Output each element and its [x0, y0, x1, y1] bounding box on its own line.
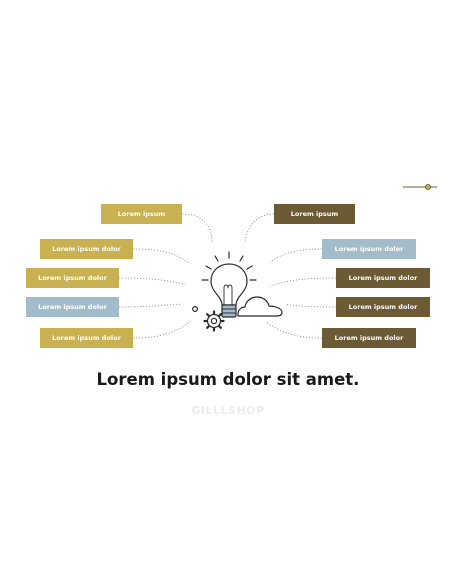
connector-left-4: [118, 303, 183, 308]
connector-right-1: [244, 213, 275, 243]
connector-right-5: [265, 321, 323, 339]
slider-indicator: [403, 184, 437, 190]
light-rays-icon: [201, 251, 257, 281]
connector-left-5: [132, 319, 193, 339]
idea-illustration: [191, 251, 283, 332]
label-right-2: Lorem ipsum dolor: [322, 239, 416, 259]
gear-icon: [203, 310, 225, 332]
lightbulb-icon: [210, 263, 248, 318]
connector-left-3: [118, 277, 186, 285]
connector-right-3: [269, 277, 337, 287]
label-right-5: Lorem ipsum dolor: [322, 328, 416, 348]
cloud-icon: [237, 296, 283, 317]
label-left-3: Lorem ipsum dolor: [26, 268, 119, 288]
label-left-4: Lorem ipsum dolor: [26, 297, 119, 317]
label-left-2: Lorem ipsum dolor: [40, 239, 133, 259]
connector-right-2: [269, 248, 323, 263]
connector-right-4: [284, 303, 337, 308]
watermark: GILLLSHOP: [191, 404, 265, 417]
headline: Lorem ipsum dolor sit amet.: [96, 370, 360, 389]
label-right-3: Lorem ipsum dolor: [336, 268, 430, 288]
dot-icon: [191, 305, 199, 312]
label-right-4: Lorem ipsum dolor: [336, 297, 430, 317]
label-right-1: Lorem ipsum: [274, 204, 355, 224]
label-left-1: Lorem ipsum: [101, 204, 182, 224]
slider-knob: [425, 184, 431, 190]
label-left-5: Lorem ipsum dolor: [40, 328, 133, 348]
connector-left-1: [181, 213, 213, 243]
connector-left-2: [132, 248, 191, 265]
